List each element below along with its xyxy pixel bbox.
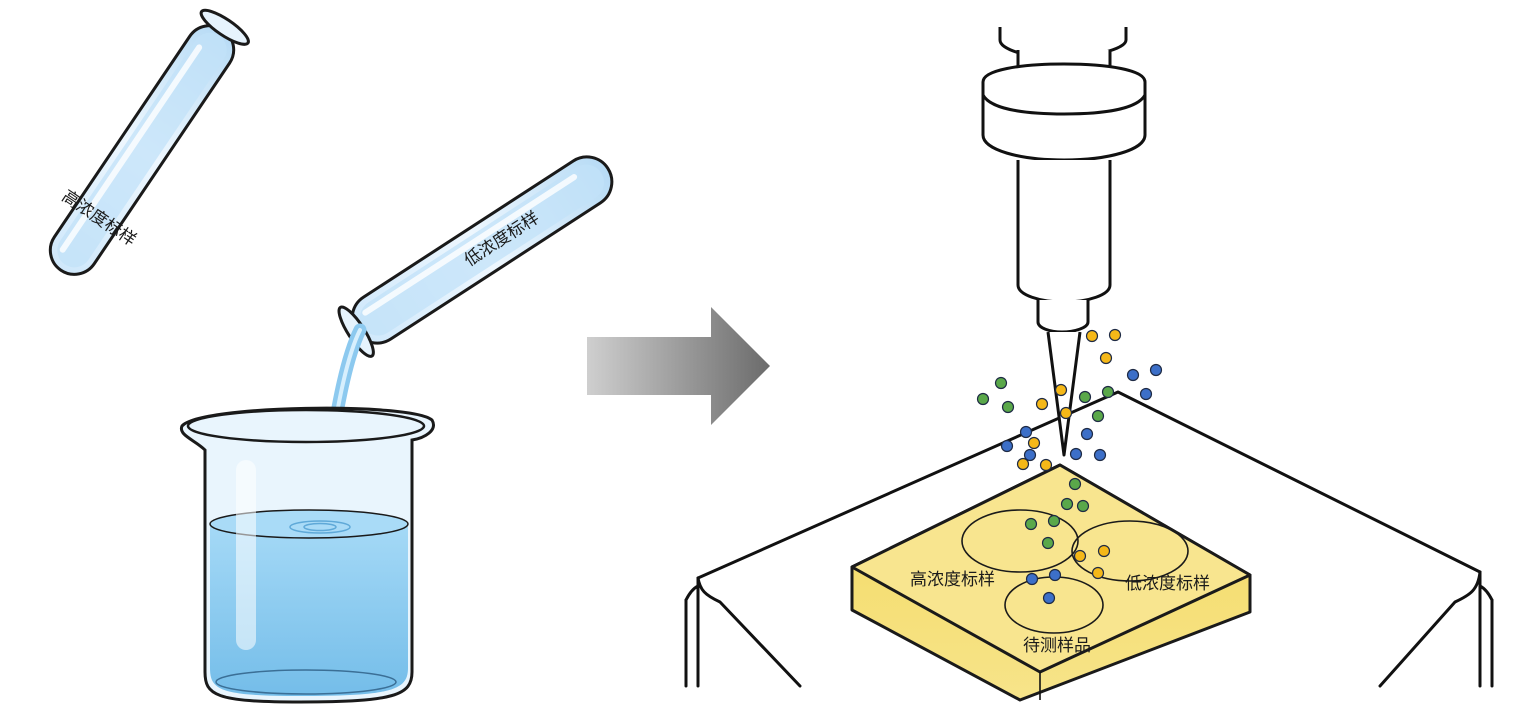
spot-low-label: 低浓度标样	[1125, 574, 1210, 594]
particle-green	[1047, 514, 1061, 528]
particle-yellow	[1039, 458, 1053, 472]
spot-sample-label: 待测样品	[1023, 636, 1091, 656]
particle-blue	[1000, 439, 1014, 453]
beaker-liquid	[210, 513, 408, 696]
particle-blue	[1139, 387, 1153, 401]
particle-blue	[1080, 427, 1094, 441]
particle-blue	[1093, 448, 1107, 462]
arrow-right-icon	[587, 307, 770, 425]
particle-yellow	[1099, 351, 1113, 365]
particle-green	[976, 392, 990, 406]
particle-yellow	[1016, 457, 1030, 471]
particle-green	[994, 376, 1008, 390]
particle-blue	[1069, 447, 1083, 461]
particle-yellow	[1091, 566, 1105, 580]
particle-yellow	[1085, 329, 1099, 343]
particle-blue	[1042, 591, 1056, 605]
particle-yellow	[1097, 544, 1111, 558]
particle-yellow	[1059, 406, 1073, 420]
probe-needle	[981, 27, 1147, 457]
particle-green	[1024, 517, 1038, 531]
particle-blue	[1023, 448, 1037, 462]
instrument-stage	[684, 390, 1494, 688]
particle-yellow	[1073, 549, 1087, 563]
particle-yellow	[1027, 436, 1041, 450]
particle-blue	[1126, 368, 1140, 382]
particle-yellow	[1054, 383, 1068, 397]
particle-blue	[1019, 425, 1033, 439]
spot-high-label: 高浓度标样	[910, 570, 995, 590]
particle-green	[1101, 385, 1115, 399]
particle-green	[1078, 390, 1092, 404]
particle-green	[1060, 497, 1074, 511]
test-tube-high: 高浓度标样	[48, 8, 250, 276]
particle-green	[1076, 499, 1090, 513]
particle-green	[1041, 536, 1055, 550]
particle-blue	[1149, 363, 1163, 377]
particle-yellow	[1108, 328, 1122, 342]
particle-green	[1001, 400, 1015, 414]
particle-green	[1068, 477, 1082, 491]
beaker	[179, 406, 435, 704]
particle-green	[1091, 409, 1105, 423]
particle-blue	[1048, 568, 1062, 582]
spot-high	[961, 509, 1079, 573]
particle-yellow	[1035, 397, 1049, 411]
spot-low	[1071, 520, 1189, 582]
sample-plate: 高浓度标样 低浓度标样 待测样品	[850, 463, 1252, 702]
test-tube-low: 低浓度标样	[337, 155, 614, 358]
particle-cloud	[976, 328, 1163, 605]
particle-blue	[1025, 572, 1039, 586]
